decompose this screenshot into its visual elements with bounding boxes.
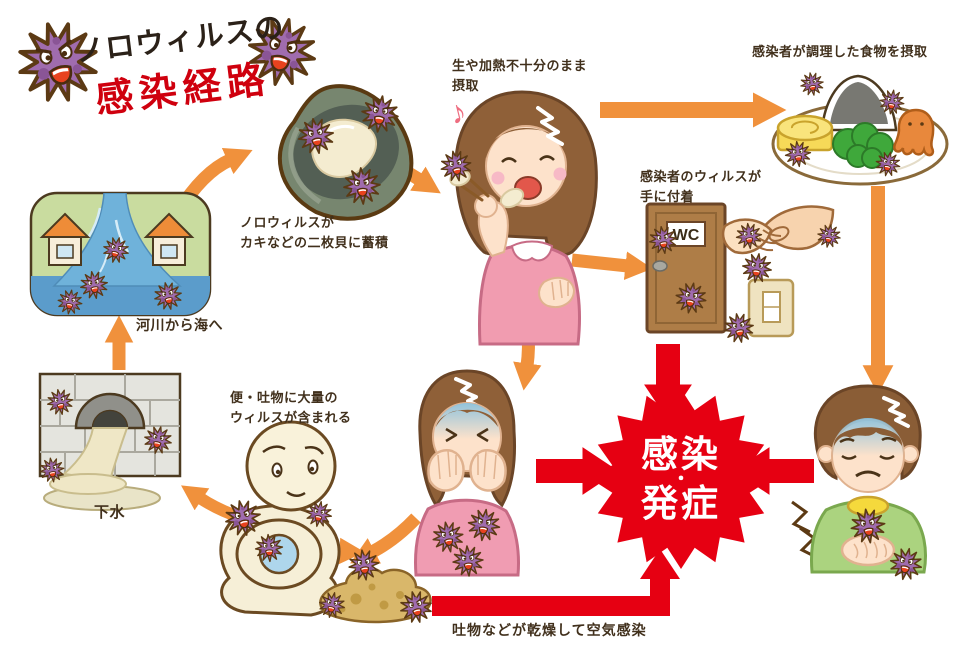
infection-onset-text: 感染 ・ 発症 [586, 384, 776, 574]
arrow-airborne-to-center [432, 549, 680, 616]
hands-over-mouth [427, 449, 507, 492]
arrow-sickwoman-to-vomit [350, 513, 421, 564]
label-airborne: 吐物などが乾燥して空気感染 [452, 622, 647, 638]
door-knob [652, 260, 668, 272]
nauseous-woman-illustration [414, 369, 520, 578]
label-oyster-accumulate: ノロウィルスが カキなどの二枚貝に蓄積 [240, 215, 389, 250]
label-sewage: 下水 [94, 504, 126, 521]
broccoli [832, 122, 894, 169]
red-infection-arrows [432, 344, 814, 616]
house-icon [143, 212, 195, 266]
center-line2: 発症 [641, 483, 721, 525]
label-virus-on-hands: 感染者のウィルスが 手に付着 [640, 169, 762, 204]
food-plate-illustration [771, 70, 949, 186]
center-dot: ・ [672, 468, 690, 489]
wc-sign: WC [673, 227, 700, 244]
center-line1: 感染 [641, 433, 721, 475]
label-cooked-food: 感染者が調理した食物を摂取 [752, 44, 928, 59]
octopus-sausage [893, 108, 935, 157]
house-icon [39, 212, 91, 266]
eating-woman-illustration [437, 90, 598, 346]
arrow-woman-to-wc [571, 251, 653, 280]
toilet-character-illustration [219, 420, 341, 617]
handshake [721, 205, 835, 255]
label-feces-vomit: 便・吐物に大量の ウィルスが含まれる [230, 390, 352, 425]
river-to-sea-illustration [29, 191, 212, 317]
infection-onset-starburst [591, 389, 771, 569]
pain-zigzag-icon [799, 526, 819, 560]
oyster-illustration [277, 84, 414, 221]
light-switch [747, 278, 795, 338]
vomit-illustration [316, 547, 436, 627]
tamagoyaki [776, 114, 834, 152]
label-raw-intake: 生や加熱不十分のまま 摂取 [452, 58, 588, 93]
sick-boy-illustration [791, 384, 927, 584]
sewer-illustration [37, 372, 182, 511]
label-river-to-sea: 河川から海へ [136, 317, 223, 333]
virus-icon [798, 70, 826, 98]
toilet-face [245, 420, 337, 512]
contact-surfaces-illustration: WC [645, 202, 843, 346]
